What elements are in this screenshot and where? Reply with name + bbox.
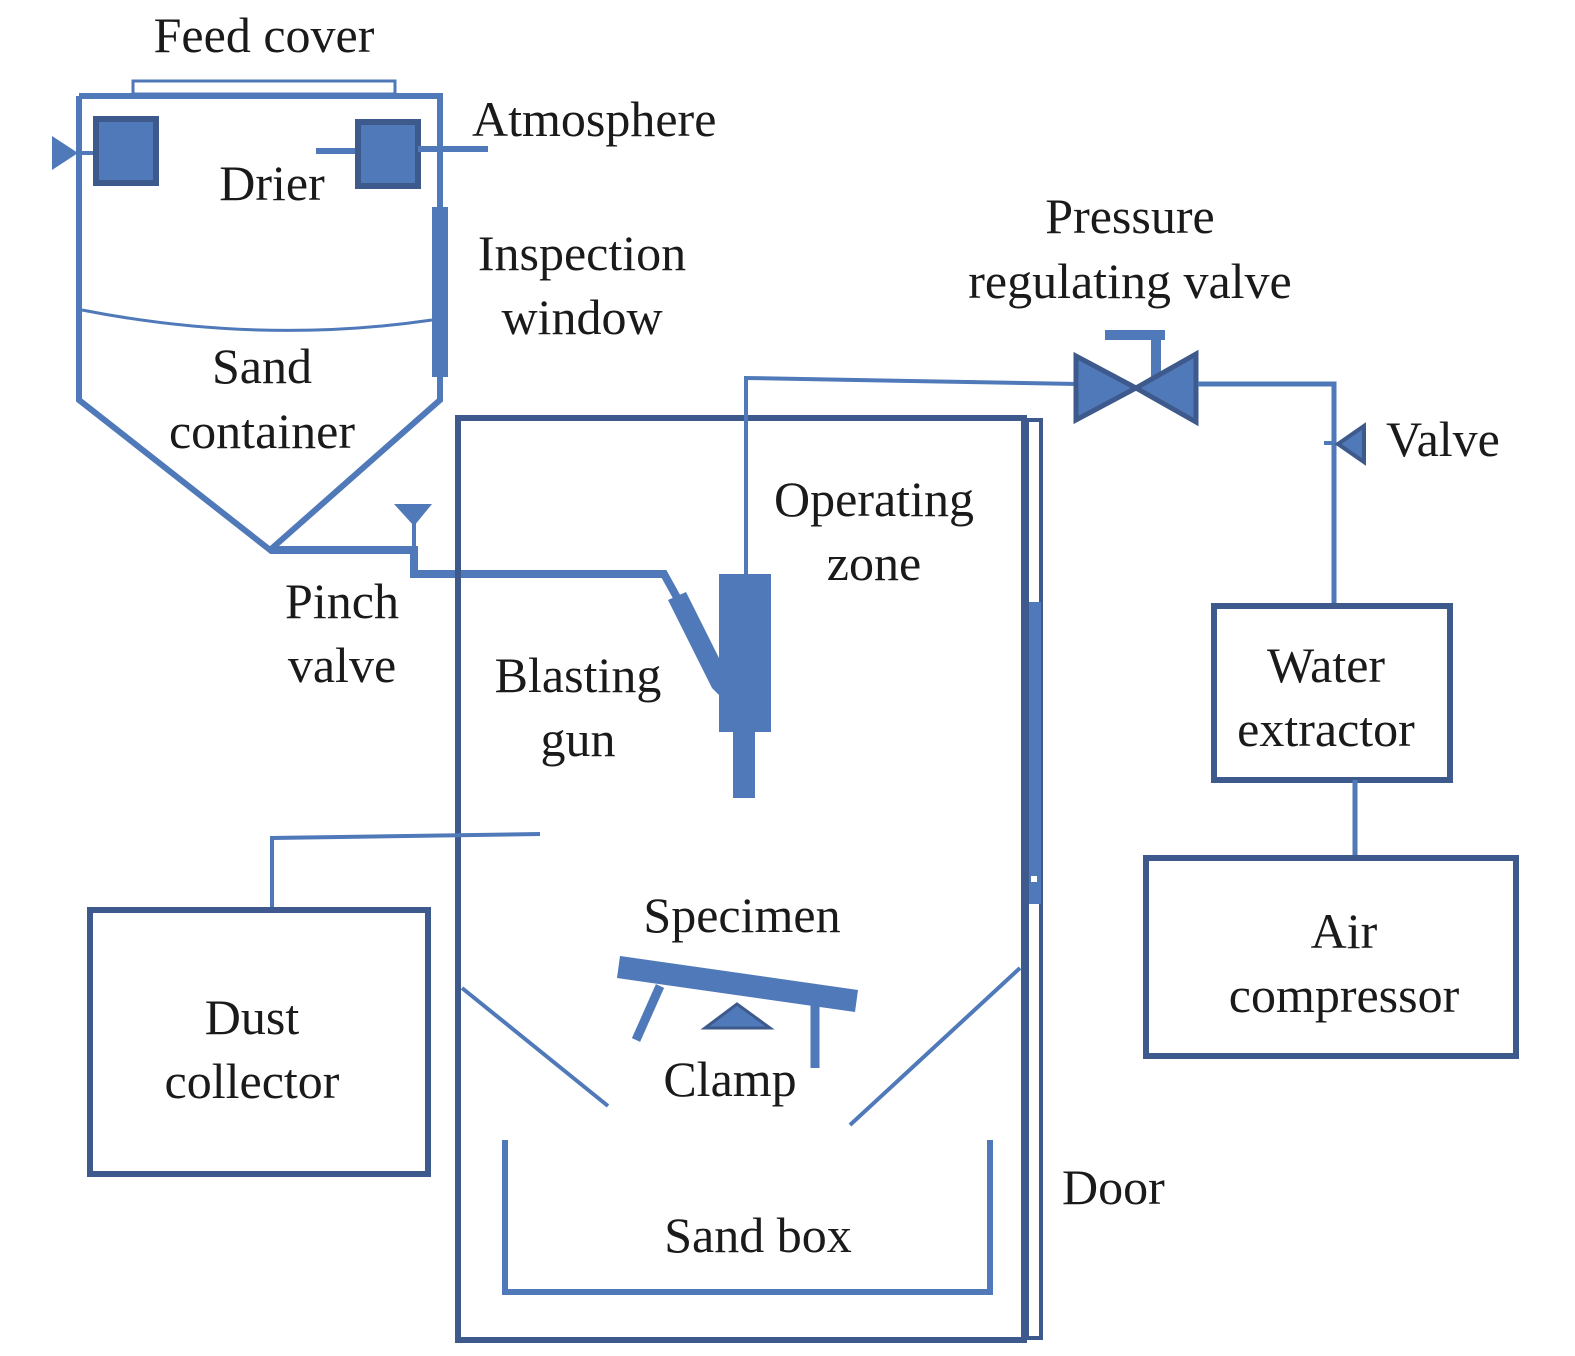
- dust-duct: [270, 832, 541, 910]
- clamp-icon: [700, 1002, 775, 1030]
- label-water-1: Water: [1267, 637, 1385, 693]
- label-atmosphere: Atmosphere: [472, 91, 716, 147]
- drier-right: [316, 119, 488, 189]
- pinch-valve-icon: [394, 504, 432, 526]
- label-pinch-2: valve: [288, 637, 396, 693]
- blasting-gun: [668, 574, 771, 798]
- feed-cover: [131, 79, 397, 96]
- label-sand-box: Sand box: [664, 1207, 852, 1263]
- hopper-right-wall: [848, 966, 1022, 1127]
- valve-icon: [1334, 422, 1366, 466]
- label-door: Door: [1062, 1159, 1165, 1215]
- prv-right-triangle: [1130, 349, 1199, 427]
- specimen-support-left: [631, 984, 665, 1042]
- door: [1025, 418, 1043, 1340]
- inspection-window: [432, 207, 448, 377]
- blasting-chamber: [455, 415, 1027, 1343]
- blasting-gun-sand-inlet: [668, 592, 724, 700]
- door-panel: [1029, 602, 1041, 904]
- label-dust-2: collector: [165, 1053, 340, 1109]
- blasting-gun-body: [719, 574, 771, 732]
- sand-container: [76, 93, 443, 554]
- water-extractor: [1211, 603, 1453, 783]
- compressed-air-line: [1198, 381, 1337, 606]
- label-drier: Drier: [219, 155, 325, 211]
- label-pressure-1: Pressure: [1045, 188, 1214, 244]
- label-air-2: compressor: [1229, 967, 1460, 1023]
- blasting-gun-nozzle: [733, 732, 755, 798]
- label-blasting-2: gun: [541, 711, 616, 767]
- prv-left-triangle: [1073, 351, 1142, 425]
- label-valve: Valve: [1386, 411, 1500, 467]
- sand-box: [502, 1140, 993, 1295]
- sand-container-outline: [76, 93, 443, 554]
- specimen: [617, 956, 858, 1012]
- drier-left-box: [93, 116, 159, 186]
- label-water-2: extractor: [1237, 701, 1415, 757]
- label-specimen: Specimen: [643, 887, 840, 943]
- pressure-regulating-valve: [1073, 330, 1199, 427]
- label-sand-2: container: [169, 403, 355, 459]
- chamber-outline: [455, 415, 1027, 1343]
- label-sand-1: Sand: [212, 338, 312, 394]
- label-inspection-1: Inspection: [478, 225, 686, 281]
- label-pressure-2: regulating valve: [968, 253, 1292, 309]
- label-air-1: Air: [1311, 903, 1378, 959]
- dust-collector: [87, 907, 431, 1177]
- label-feed-cover: Feed cover: [154, 7, 375, 63]
- door-handle-icon: [1031, 876, 1037, 882]
- label-operating-1: Operating: [774, 471, 974, 527]
- hopper-left-wall: [460, 986, 610, 1108]
- air-compressor: [1143, 855, 1519, 1059]
- drier-right-box: [355, 119, 421, 189]
- label-dust-1: Dust: [205, 989, 300, 1045]
- label-inspection-2: window: [501, 289, 662, 345]
- drier-left-inlet-icon: [52, 136, 78, 170]
- label-operating-2: zone: [827, 535, 921, 591]
- air-supply-line: [744, 375, 1079, 574]
- sand-level-line: [81, 308, 433, 332]
- label-clamp: Clamp: [663, 1051, 796, 1107]
- specimen-assembly: [617, 956, 858, 1068]
- label-pinch-1: Pinch: [285, 573, 399, 629]
- sand-feed-line: [270, 546, 699, 632]
- label-blasting-1: Blasting: [495, 647, 662, 703]
- drier-left: [52, 116, 159, 186]
